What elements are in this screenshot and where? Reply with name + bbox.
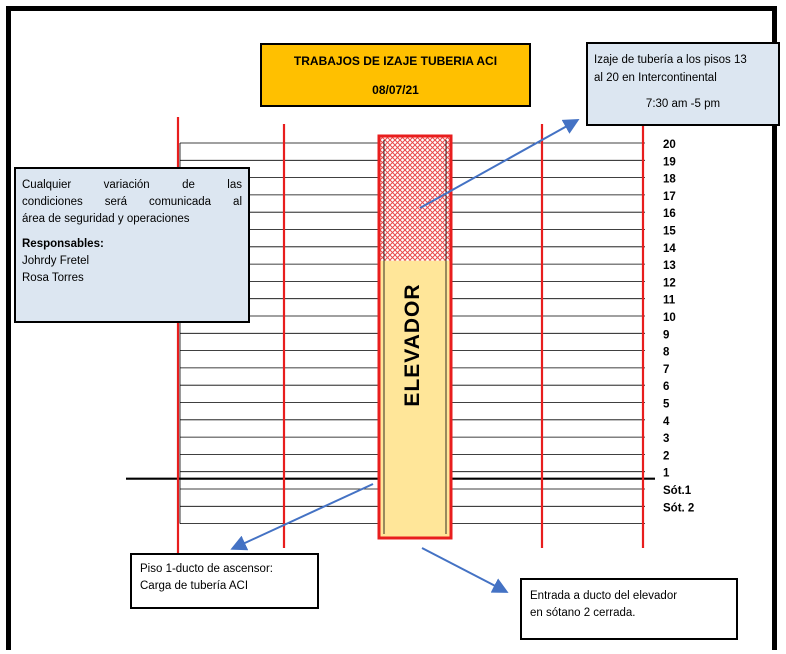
entrada-note-box: Entrada a ducto del elevador en sótano 2… bbox=[520, 578, 738, 640]
pointer-arrow bbox=[419, 119, 580, 209]
floor-label: 6 bbox=[663, 381, 669, 393]
floor-label: 2 bbox=[663, 450, 669, 462]
floor-label: 13 bbox=[663, 260, 676, 272]
schedule-time: 7:30 am -5 pm bbox=[645, 98, 721, 110]
floor-label: 4 bbox=[663, 416, 670, 428]
conditions-line-2: condiciones será comunicada al bbox=[22, 196, 242, 208]
conditions-line-1: Cualquier variación de las bbox=[22, 179, 242, 191]
floor-label: 12 bbox=[663, 277, 676, 289]
entrada-note-line-2: en sótano 2 cerrada. bbox=[530, 607, 636, 619]
schedule-note-box: Izaje de tubería a los pisos 13 al 20 en… bbox=[586, 42, 780, 126]
floor-label: 20 bbox=[663, 139, 676, 151]
floor-label: 18 bbox=[663, 174, 676, 186]
arrows bbox=[230, 119, 580, 593]
floor-label: 10 bbox=[663, 312, 676, 324]
pointer-arrow bbox=[230, 483, 374, 551]
floor-label: 11 bbox=[663, 295, 676, 307]
elevator-hatch-zone bbox=[379, 136, 451, 261]
elevator-border bbox=[377, 134, 453, 540]
floor-label: 1 bbox=[663, 468, 670, 480]
floor-label: 14 bbox=[663, 243, 676, 255]
title-text: TRABAJOS DE IZAJE TUBERIA ACI bbox=[293, 54, 498, 68]
floor-label: Sót.1 bbox=[663, 485, 692, 497]
floor-label: 3 bbox=[663, 433, 669, 445]
floor-label: 7 bbox=[663, 364, 669, 376]
conditions-line-3: área de seguridad y operaciones bbox=[22, 213, 190, 225]
responsables-label: Responsables: bbox=[22, 238, 104, 250]
floor-label: 9 bbox=[663, 329, 669, 341]
schedule-line-1: Izaje de tubería a los pisos 13 bbox=[594, 54, 747, 66]
title-date: 08/07/21 bbox=[372, 83, 419, 97]
floor-label: Sót. 2 bbox=[663, 502, 694, 514]
floor-label: 19 bbox=[663, 156, 676, 168]
conditions-box: Cualquier variación de las condiciones s… bbox=[14, 167, 250, 323]
elevator-fill bbox=[379, 260, 451, 538]
piso-note-box: Piso 1-ducto de ascensor: Carga de tuber… bbox=[130, 553, 319, 609]
floor-labels: 20 19 18 17 16 15 14 13 12 11 10 9 8 7 6 5 4 3 2 1Sót.1Sót.… bbox=[663, 139, 694, 514]
responsable-person-2: Rosa Torres bbox=[22, 272, 84, 284]
floor-label: 16 bbox=[663, 208, 676, 220]
title-box: TRABAJOS DE IZAJE TUBERIA ACI 08/07/21 bbox=[260, 43, 531, 107]
elevator-label: ELEVADOR bbox=[401, 283, 424, 407]
elevator-shaft bbox=[377, 134, 453, 540]
piso-note-line-2: Carga de tubería ACI bbox=[140, 580, 249, 592]
floor-label: 15 bbox=[663, 226, 676, 238]
responsable-person-1: Johrdy Fretel bbox=[22, 255, 90, 267]
piso-note-line-1: Piso 1-ducto de ascensor: bbox=[140, 563, 273, 575]
floor-label: 8 bbox=[663, 347, 670, 359]
floor-label: 5 bbox=[663, 399, 670, 411]
entrada-note-line-1: Entrada a ducto del elevador bbox=[530, 590, 678, 602]
floor-label: 17 bbox=[663, 191, 676, 203]
schedule-line-2: al 20 en Intercontinental bbox=[594, 72, 717, 84]
pointer-arrow bbox=[421, 547, 509, 593]
